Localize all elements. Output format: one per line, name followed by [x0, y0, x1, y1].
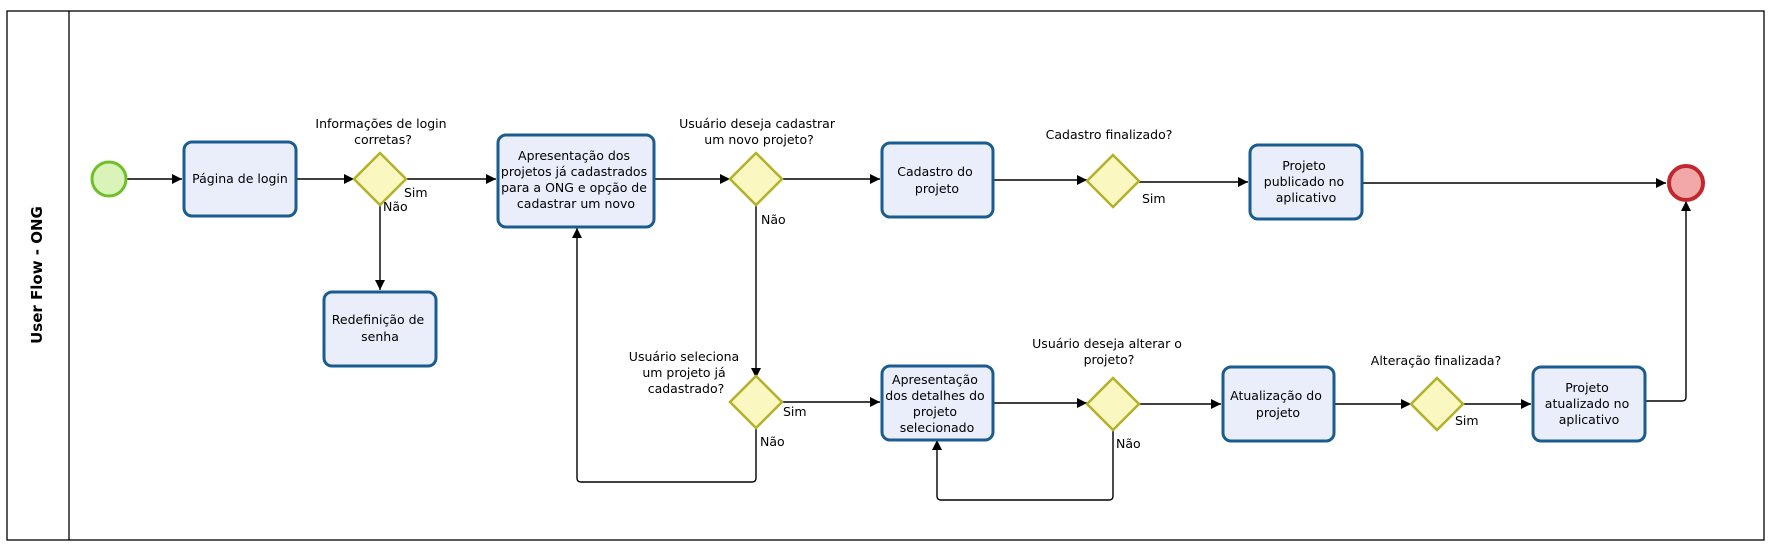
flow-label-g3-yes: Sim	[1142, 191, 1166, 206]
flow-label-g1-yes: Sim	[404, 185, 428, 200]
svg-text:Redefinição de senha: Redefinição de senha	[332, 312, 428, 344]
svg-text:Projeto atualizado no: Projeto atualizado no aplicativo	[1545, 380, 1633, 427]
end-event	[1667, 164, 1705, 202]
flow-updated-end	[1645, 201, 1691, 402]
task-project-details: Apresentação dos detalhes do projeto sel…	[880, 364, 995, 442]
gateway-select-project	[728, 374, 784, 430]
gateway-update-finished	[1409, 376, 1465, 432]
flow-label-g1-no: Não	[383, 199, 408, 214]
gateway-label-select-project: Usuário seleciona um projeto já cadastra…	[629, 349, 743, 396]
gateway-label-register-finished: Cadastro finalizado?	[1046, 127, 1173, 142]
pool: User Flow - ONG	[6, 10, 1765, 541]
flow-label-g2-no: Não	[761, 212, 786, 227]
flow-g4-list	[572, 228, 757, 483]
svg-text:Projeto publicado no: Projeto publicado no aplicativo	[1264, 158, 1348, 205]
pool-title: User Flow - ONG	[28, 206, 46, 344]
task-login: Página de login	[182, 140, 298, 218]
gateway-register-finished	[1085, 153, 1141, 209]
gateway-change-project	[1085, 376, 1141, 432]
gateway-new-project	[728, 151, 784, 207]
task-update-project: Atualização do projeto	[1221, 365, 1336, 443]
task-project-updated: Projeto atualizado no aplicativo	[1531, 365, 1647, 443]
svg-text:Apresentação dos detalhe: Apresentação dos detalhes do projeto sel…	[885, 372, 988, 435]
task-register-project: Cadastro do projeto	[880, 141, 995, 219]
gateway-label-update-finished: Alteração finalizada?	[1371, 353, 1501, 368]
sequence-flows	[127, 174, 1691, 501]
flow-label-g5-no: Não	[1116, 436, 1141, 451]
svg-text:Cadastro do projeto: Cadastro do projeto	[897, 164, 976, 196]
task-project-list: Apresentação dos projetos já cadastrados…	[496, 133, 656, 229]
gateway-label-login: Informações de login corretas?	[315, 116, 450, 147]
flow-label-g6-yes: Sim	[1455, 413, 1479, 428]
gateway-label-change-project: Usuário deseja alterar o projeto?	[1032, 336, 1186, 367]
gateway-login-correct	[352, 151, 408, 207]
svg-text:Atualização do projeto: Atualização do projeto	[1230, 388, 1326, 420]
task-project-published: Projeto publicado no aplicativo	[1248, 143, 1364, 221]
flow-label-g4-no: Não	[760, 434, 785, 449]
gateway-label-new-project: Usuário deseja cadastrar um novo projeto…	[679, 116, 839, 147]
svg-text:Apresentação dos projeto: Apresentação dos projetos já cadastrados…	[501, 148, 651, 211]
svg-text:Página de login: Página de login	[192, 171, 288, 186]
task-reset-password: Redefinição de senha	[322, 290, 438, 368]
flow-label-g4-yes: Sim	[783, 404, 807, 419]
start-event	[90, 160, 128, 198]
flow-g5-details	[932, 430, 1114, 501]
